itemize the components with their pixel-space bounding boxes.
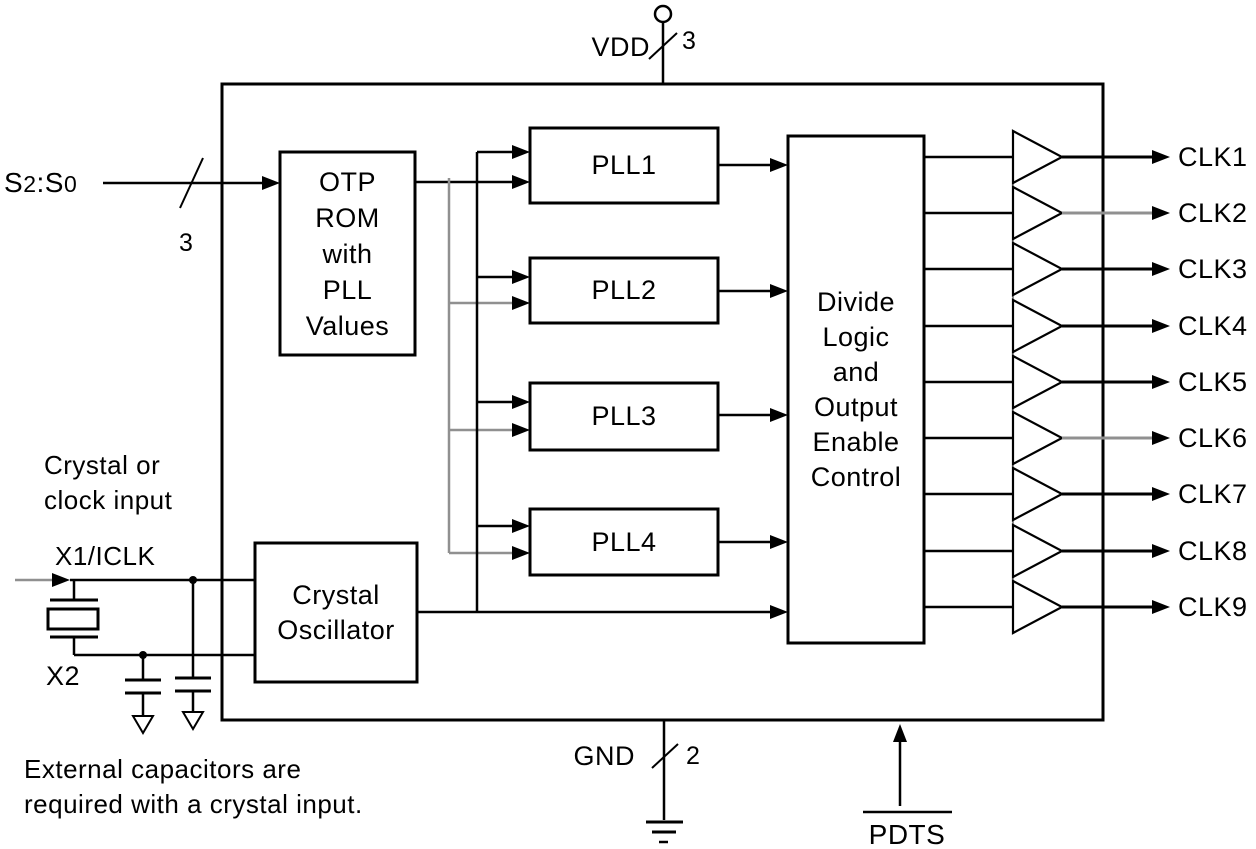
pdts-label: PDTS xyxy=(868,819,946,849)
pll4-box xyxy=(528,507,720,577)
select-label-part: S xyxy=(4,167,24,198)
gnd-label: GND xyxy=(573,741,635,771)
buffer-triangle-9 xyxy=(1011,579,1065,635)
clk5-label: CLK5 xyxy=(1178,367,1248,397)
clk7-label: CLK7 xyxy=(1178,479,1248,509)
buffer-triangle-8 xyxy=(1011,523,1065,579)
gnd-bus-slash xyxy=(651,743,679,769)
crystal-or-clock-note: Crystal or clock input xyxy=(44,450,173,515)
buffer-triangle-1 xyxy=(1011,129,1065,185)
clk2-label: CLK2 xyxy=(1178,198,1248,228)
crystal-body xyxy=(46,607,100,631)
crystal-oscillator-box xyxy=(253,541,419,684)
pll2-label: PLL2 xyxy=(591,275,657,305)
output-buffers xyxy=(1011,129,1065,635)
pdts-pin xyxy=(863,724,952,814)
divide-logic-box xyxy=(786,134,926,645)
pll3-box xyxy=(528,381,720,452)
vdd-pin-circle xyxy=(653,4,673,24)
clk3-label: CLK3 xyxy=(1178,254,1248,284)
pll-output-wires xyxy=(718,158,788,549)
select-pins-label: S2:S0 xyxy=(4,166,77,201)
pll-input-wires xyxy=(415,145,530,612)
select-label-part: :S xyxy=(36,167,64,198)
vdd-pin xyxy=(648,4,678,84)
select-label-part: 0 xyxy=(63,171,78,197)
buffer-triangle-7 xyxy=(1011,466,1065,522)
x2-pin-label: X2 xyxy=(46,661,81,691)
buffer-triangle-2 xyxy=(1011,185,1065,241)
buffer-triangle-5 xyxy=(1011,354,1065,410)
pll3-label: PLL3 xyxy=(591,401,657,431)
clk6-label: CLK6 xyxy=(1178,423,1248,453)
gnd-bus-width: 2 xyxy=(686,742,700,770)
cap1-ground-arrow xyxy=(131,715,155,735)
buffer-triangle-6 xyxy=(1011,410,1065,466)
clk4-label: CLK4 xyxy=(1178,311,1248,341)
crystal-oscillator-label: Crystal Oscillator xyxy=(277,579,395,645)
vdd-bus-width: 3 xyxy=(682,27,696,55)
x1-pin-label: X1/ICLK xyxy=(55,541,156,571)
otp-rom-label: OTP ROM with PLL Values xyxy=(305,166,390,341)
divide-to-buffer-wires xyxy=(924,155,1014,609)
otp-rom-box xyxy=(278,150,417,357)
clk-output-wires xyxy=(1062,150,1170,614)
vdd-label: VDD xyxy=(591,32,650,62)
select-input-wire xyxy=(103,157,280,209)
s2s0-bus-slash xyxy=(179,157,204,209)
external-capacitor-note: External capacitors are required with a … xyxy=(24,754,363,819)
select-label-part: 2 xyxy=(23,171,37,197)
clk9-label: CLK9 xyxy=(1178,592,1248,622)
vdd-bus-slash xyxy=(648,32,678,60)
select-bus-width: 3 xyxy=(179,229,193,257)
buffer-triangle-4 xyxy=(1011,298,1065,354)
gnd-pin xyxy=(646,720,683,844)
divide-logic-label: Divide Logic and Output Enable Control xyxy=(810,286,902,492)
buffer-triangle-3 xyxy=(1011,241,1065,297)
clk8-label: CLK8 xyxy=(1178,536,1248,566)
pll4-label: PLL4 xyxy=(591,526,657,557)
crystal-input-circuit xyxy=(15,573,255,735)
clk1-label: CLK1 xyxy=(1178,142,1248,172)
pll1-label: PLL1 xyxy=(591,150,657,180)
cap2-ground-arrow xyxy=(181,711,205,731)
